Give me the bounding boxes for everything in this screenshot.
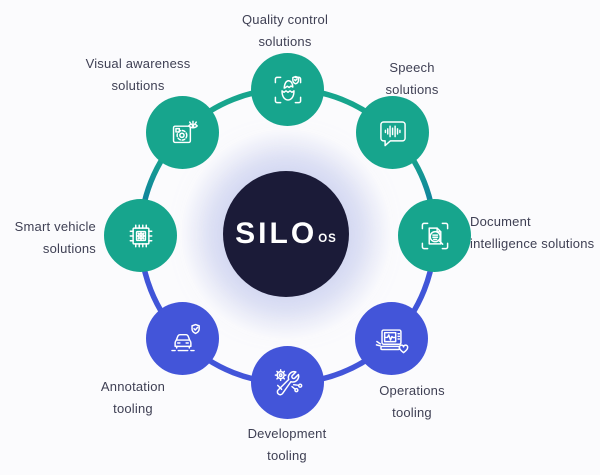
label-smart-vehicle: Smart vehicle solutions <box>2 216 96 260</box>
label-line: tooling <box>113 401 153 416</box>
label-line: solutions <box>42 241 96 256</box>
label-visual-awareness: Visual awareness solutions <box>53 53 223 97</box>
label-document-intelligence: Document intelligence solutions <box>470 211 598 255</box>
label-line: Quality control <box>241 12 329 27</box>
label-line: tooling <box>392 405 432 420</box>
node-smart-vehicle <box>104 199 177 272</box>
label-speech: Speech solutions <box>351 57 473 101</box>
label-line: solutions <box>111 78 165 93</box>
document-scan-icon <box>421 222 448 249</box>
node-operations-tooling <box>355 302 428 375</box>
monitor-heartbeat-icon <box>375 328 408 353</box>
label-annotation-tooling: Annotation tooling <box>63 376 203 420</box>
label-line: Smart vehicle <box>14 219 96 234</box>
label-development-tooling: Development tooling <box>212 423 362 467</box>
camera-eye-icon <box>172 120 198 143</box>
chip-gear-icon <box>129 224 152 247</box>
quality-inspection-icon <box>274 75 301 103</box>
label-line: solutions <box>258 34 312 49</box>
label-line: Visual awareness <box>85 56 191 71</box>
node-visual-awareness <box>146 96 219 169</box>
label-line: Document <box>470 214 531 229</box>
label-line: Annotation <box>100 379 166 394</box>
car-shield-icon <box>170 323 200 351</box>
label-line: tooling <box>267 448 307 463</box>
wrench-gear-icon <box>274 368 302 395</box>
label-line: Development <box>247 426 327 441</box>
label-line: solutions <box>385 82 439 97</box>
label-line: Speech <box>389 60 435 75</box>
label-line: Operations <box>379 383 445 398</box>
label-quality-control: Quality control solutions <box>200 9 370 53</box>
label-line: intelligence solutions <box>470 236 595 251</box>
node-document-intelligence <box>398 199 471 272</box>
node-development-tooling <box>251 346 324 419</box>
brand-name: SILO <box>235 217 318 250</box>
brand-suffix: OS <box>318 233 337 245</box>
node-quality-control <box>251 53 324 126</box>
label-operations-tooling: Operations tooling <box>352 380 472 424</box>
speech-wave-icon <box>379 120 406 146</box>
node-annotation-tooling <box>146 302 219 375</box>
node-speech <box>356 96 429 169</box>
